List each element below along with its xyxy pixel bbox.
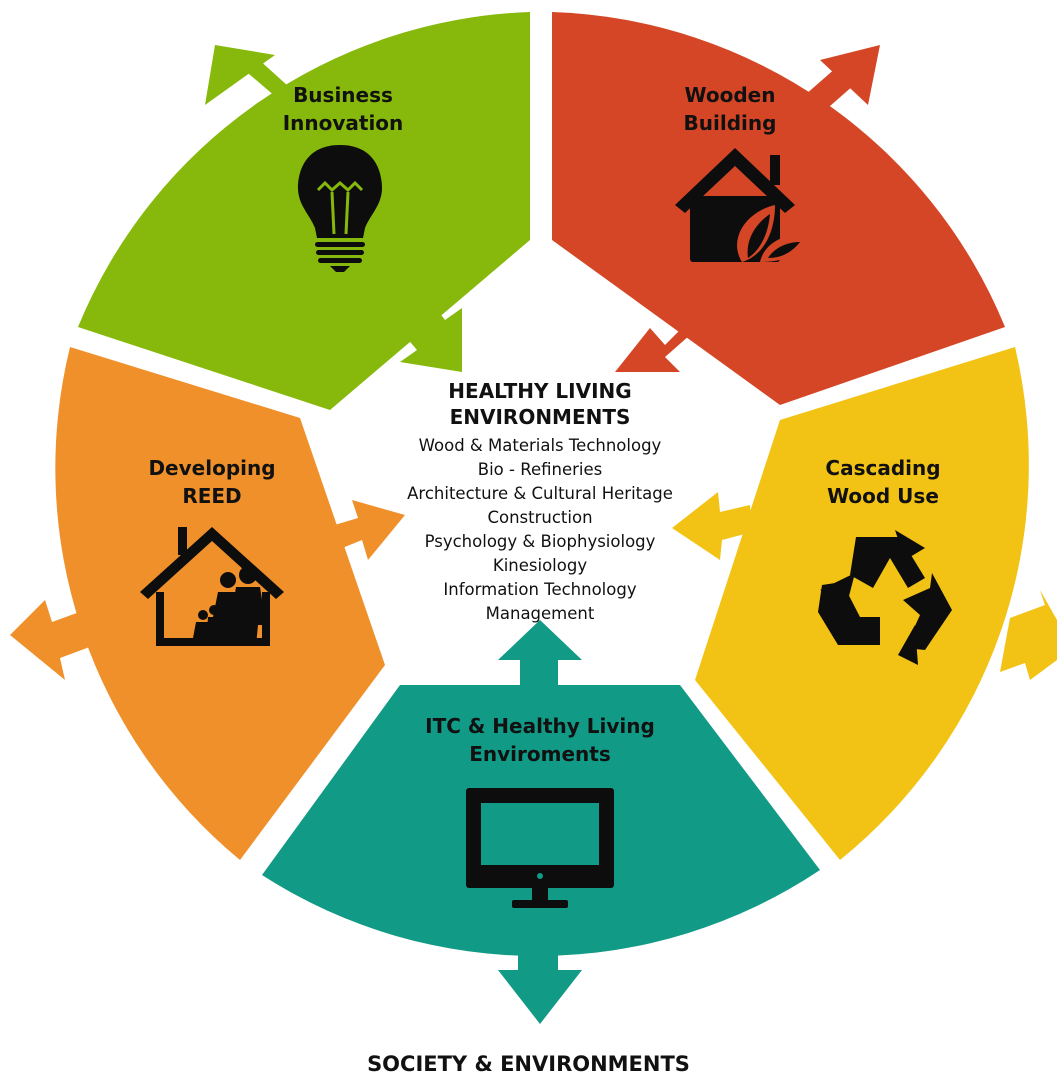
label-itc-line2: Enviroments xyxy=(469,742,611,766)
center-item: Bio - Refineries xyxy=(478,460,602,479)
center-item: Kinesiology xyxy=(493,556,587,575)
arrow-itc-up xyxy=(498,620,582,690)
center-item: Architecture & Cultural Heritage xyxy=(407,484,673,503)
label-developing-line2: REED xyxy=(182,484,241,508)
arrow-developing-inward xyxy=(318,500,405,560)
segment-cascading-wood-use xyxy=(695,347,1029,860)
label-wooden-line2: Building xyxy=(684,111,777,135)
arrow-itc-down xyxy=(498,935,582,1024)
center-item: Wood & Materials Technology xyxy=(419,436,662,455)
arrow-wooden-outward xyxy=(805,60,862,113)
footer-society-environments: SOCIETY & ENVIRONMENTS xyxy=(367,1052,690,1076)
recycle-icon xyxy=(818,530,952,665)
eco-house-icon xyxy=(675,148,808,262)
label-cascading-line1: Cascading xyxy=(825,456,940,480)
arrow-business-inward xyxy=(395,297,462,372)
center-item: Management xyxy=(486,604,595,623)
arrow-business-outward-head xyxy=(205,45,275,105)
center-title-line1: HEALTHY LIVING xyxy=(448,379,631,403)
label-itc-line1: ITC & Healthy Living xyxy=(425,714,655,738)
center-item: Psychology & Biophysiology xyxy=(425,532,656,551)
center-item: Information Technology xyxy=(443,580,636,599)
family-house-icon xyxy=(140,527,284,646)
monitor-icon xyxy=(466,788,614,908)
label-developing-line1: Developing xyxy=(148,456,275,480)
label-wooden-line1: Wooden xyxy=(685,83,776,107)
arrow-cascading-inward xyxy=(672,492,752,560)
center-item: Construction xyxy=(487,508,592,527)
arrow-wooden-inward xyxy=(615,320,690,372)
segment-business-innovation xyxy=(78,12,530,410)
label-business-line1: Business xyxy=(293,83,393,107)
label-cascading-line2: Wood Use xyxy=(827,484,939,508)
arrow-cascading-outward xyxy=(1000,590,1057,680)
lightbulb-icon xyxy=(298,145,382,272)
center-title-line2: ENVIRONMENTS xyxy=(450,405,631,429)
label-business-line2: Innovation xyxy=(283,111,404,135)
arrow-developing-outward xyxy=(10,600,95,680)
